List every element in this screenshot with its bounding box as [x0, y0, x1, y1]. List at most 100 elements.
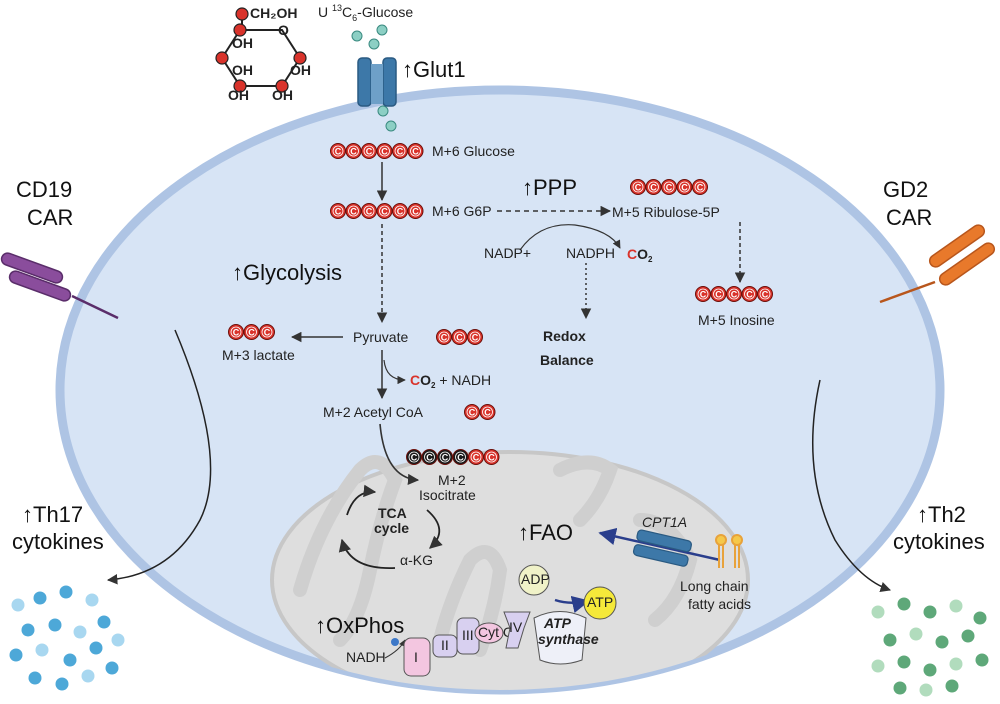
- th2-label-line1: ↑Th2: [917, 502, 966, 527]
- carbon-atom-ring: [379, 205, 390, 217]
- cytokine-dot: [33, 591, 47, 605]
- cytokine-dot: [55, 677, 69, 691]
- nadh-molecule: [391, 638, 399, 646]
- cytokine-dot: [871, 659, 885, 673]
- carbon-atom-ring: [246, 326, 257, 338]
- carbon-atom-label: C: [412, 147, 419, 157]
- carbon-atom-label: C: [469, 408, 476, 418]
- nadph-label: NADPH: [566, 245, 615, 261]
- carbon-atom-label: C: [700, 290, 707, 300]
- nadh-label: NADH: [346, 649, 386, 665]
- carbon-atom-label: C: [441, 333, 448, 343]
- carbon-atom-label: C: [484, 408, 491, 418]
- carbon-atom-label: C: [397, 207, 404, 217]
- carbon-atom-ring: [694, 181, 706, 193]
- carbon-atom-ring: [261, 326, 273, 338]
- cytokine-dot: [81, 669, 95, 683]
- cytokine-dot: [897, 655, 911, 669]
- carbon-atom-ring: [332, 205, 344, 217]
- carbon-atom-ring: [454, 331, 465, 343]
- ring-oh-label-1: OH: [232, 35, 253, 51]
- cytokine-dot: [35, 643, 49, 657]
- carbon-atom-ring: [230, 326, 242, 338]
- carbon-atom-label: C: [442, 453, 449, 463]
- carbon-atom-ring: [744, 288, 755, 300]
- carbon-atom-label: C: [650, 183, 657, 193]
- redox-label-line1: Redox: [543, 328, 586, 344]
- carbon-atom-ring: [394, 145, 406, 157]
- inosine-label: M+5 Inosine: [698, 312, 775, 328]
- tca-label-line2: cycle: [374, 520, 409, 536]
- carbon-atom-label: C: [397, 147, 404, 157]
- carbon-atom-ring: [728, 288, 740, 300]
- cd19-label-line2: CAR: [27, 205, 73, 230]
- carbon-atom-ring: [438, 331, 450, 343]
- m6-g6p-label: M+6 G6P: [432, 203, 492, 219]
- cd19-car-receptor: [0, 252, 119, 320]
- th2-label-line2: cytokines: [893, 529, 985, 554]
- tca-label-line1: TCA: [378, 505, 407, 521]
- mitochondrion: [270, 450, 750, 690]
- cytokine-dot: [59, 585, 73, 599]
- carbon-atom-ring: [679, 181, 690, 193]
- cytokine-dot: [919, 683, 933, 697]
- carbon-atom-label: C: [366, 207, 373, 217]
- fao-label: ↑FAO: [518, 520, 573, 545]
- ring-oh-label-5: OH: [272, 87, 293, 103]
- carbon-atom-ring: [469, 331, 481, 343]
- carbon-atom-label: C: [715, 290, 722, 300]
- carbon-atom-label: C: [488, 453, 495, 463]
- complex-i: [403, 637, 431, 677]
- arrow-gd2-to-th2: [812, 379, 891, 592]
- th17-label-line2: cytokines: [12, 529, 104, 554]
- carbon-atom-label: C: [746, 290, 753, 300]
- nadp-label: NADP+: [484, 245, 531, 261]
- carbon-atom-ring: [482, 406, 493, 418]
- atp-synthase-label-line2: synthase: [538, 631, 599, 647]
- carbon-atom-label: C: [411, 453, 418, 463]
- cytokine-dot: [11, 598, 25, 612]
- arrow-nadp-to-nadph: [519, 224, 621, 251]
- cytokine-dot: [945, 679, 959, 693]
- carbon-atom-ring: [363, 205, 375, 217]
- cytokine-dot: [973, 611, 987, 625]
- oxphos-label: ↑OxPhos: [315, 613, 404, 638]
- cytokine-dot: [871, 605, 885, 619]
- cpt1a-label: CPT1A: [642, 514, 687, 530]
- cytokine-dot: [935, 635, 949, 649]
- carbon-atom-ring: [348, 145, 359, 157]
- fatty-acid-icon: [715, 534, 743, 568]
- cytokine-dot: [85, 593, 99, 607]
- cytokine-dot: [105, 661, 119, 675]
- akg-label: α-KG: [400, 552, 433, 568]
- carbon-atom-ring: [408, 451, 420, 463]
- carbon-atom-ring: [648, 181, 659, 193]
- carbon-atom-label: C: [697, 183, 704, 193]
- carbon-atom-ring: [486, 451, 497, 463]
- th17-cytokine-dots: [9, 585, 125, 691]
- atp-label: ATP: [587, 594, 613, 610]
- carbon-atom-ring: [363, 145, 375, 157]
- atp-molecule: [583, 586, 617, 620]
- carbon-atom-ring: [466, 406, 478, 418]
- ring-oh-label-2: OH: [232, 62, 253, 78]
- pyruvate-label: Pyruvate: [353, 329, 408, 345]
- carbon-atom-label: C: [366, 147, 373, 157]
- carbon-atom-ring: [759, 288, 771, 300]
- carbon-atom-ring: [332, 145, 344, 157]
- ppp-label: ↑PPP: [522, 175, 577, 200]
- carbon-atom-label: C: [426, 453, 433, 463]
- adp-label: ADP: [521, 571, 550, 587]
- arrow-acetyl-coa-to-isocitrate: [379, 423, 420, 485]
- lactate-label: M+3 lactate: [222, 347, 295, 363]
- carbon-atom-ring: [348, 205, 359, 217]
- acetyl-coa-label: M+2 Acetyl CoA: [323, 404, 424, 420]
- arrow-tca-isocitrate-to-akg: [426, 509, 443, 549]
